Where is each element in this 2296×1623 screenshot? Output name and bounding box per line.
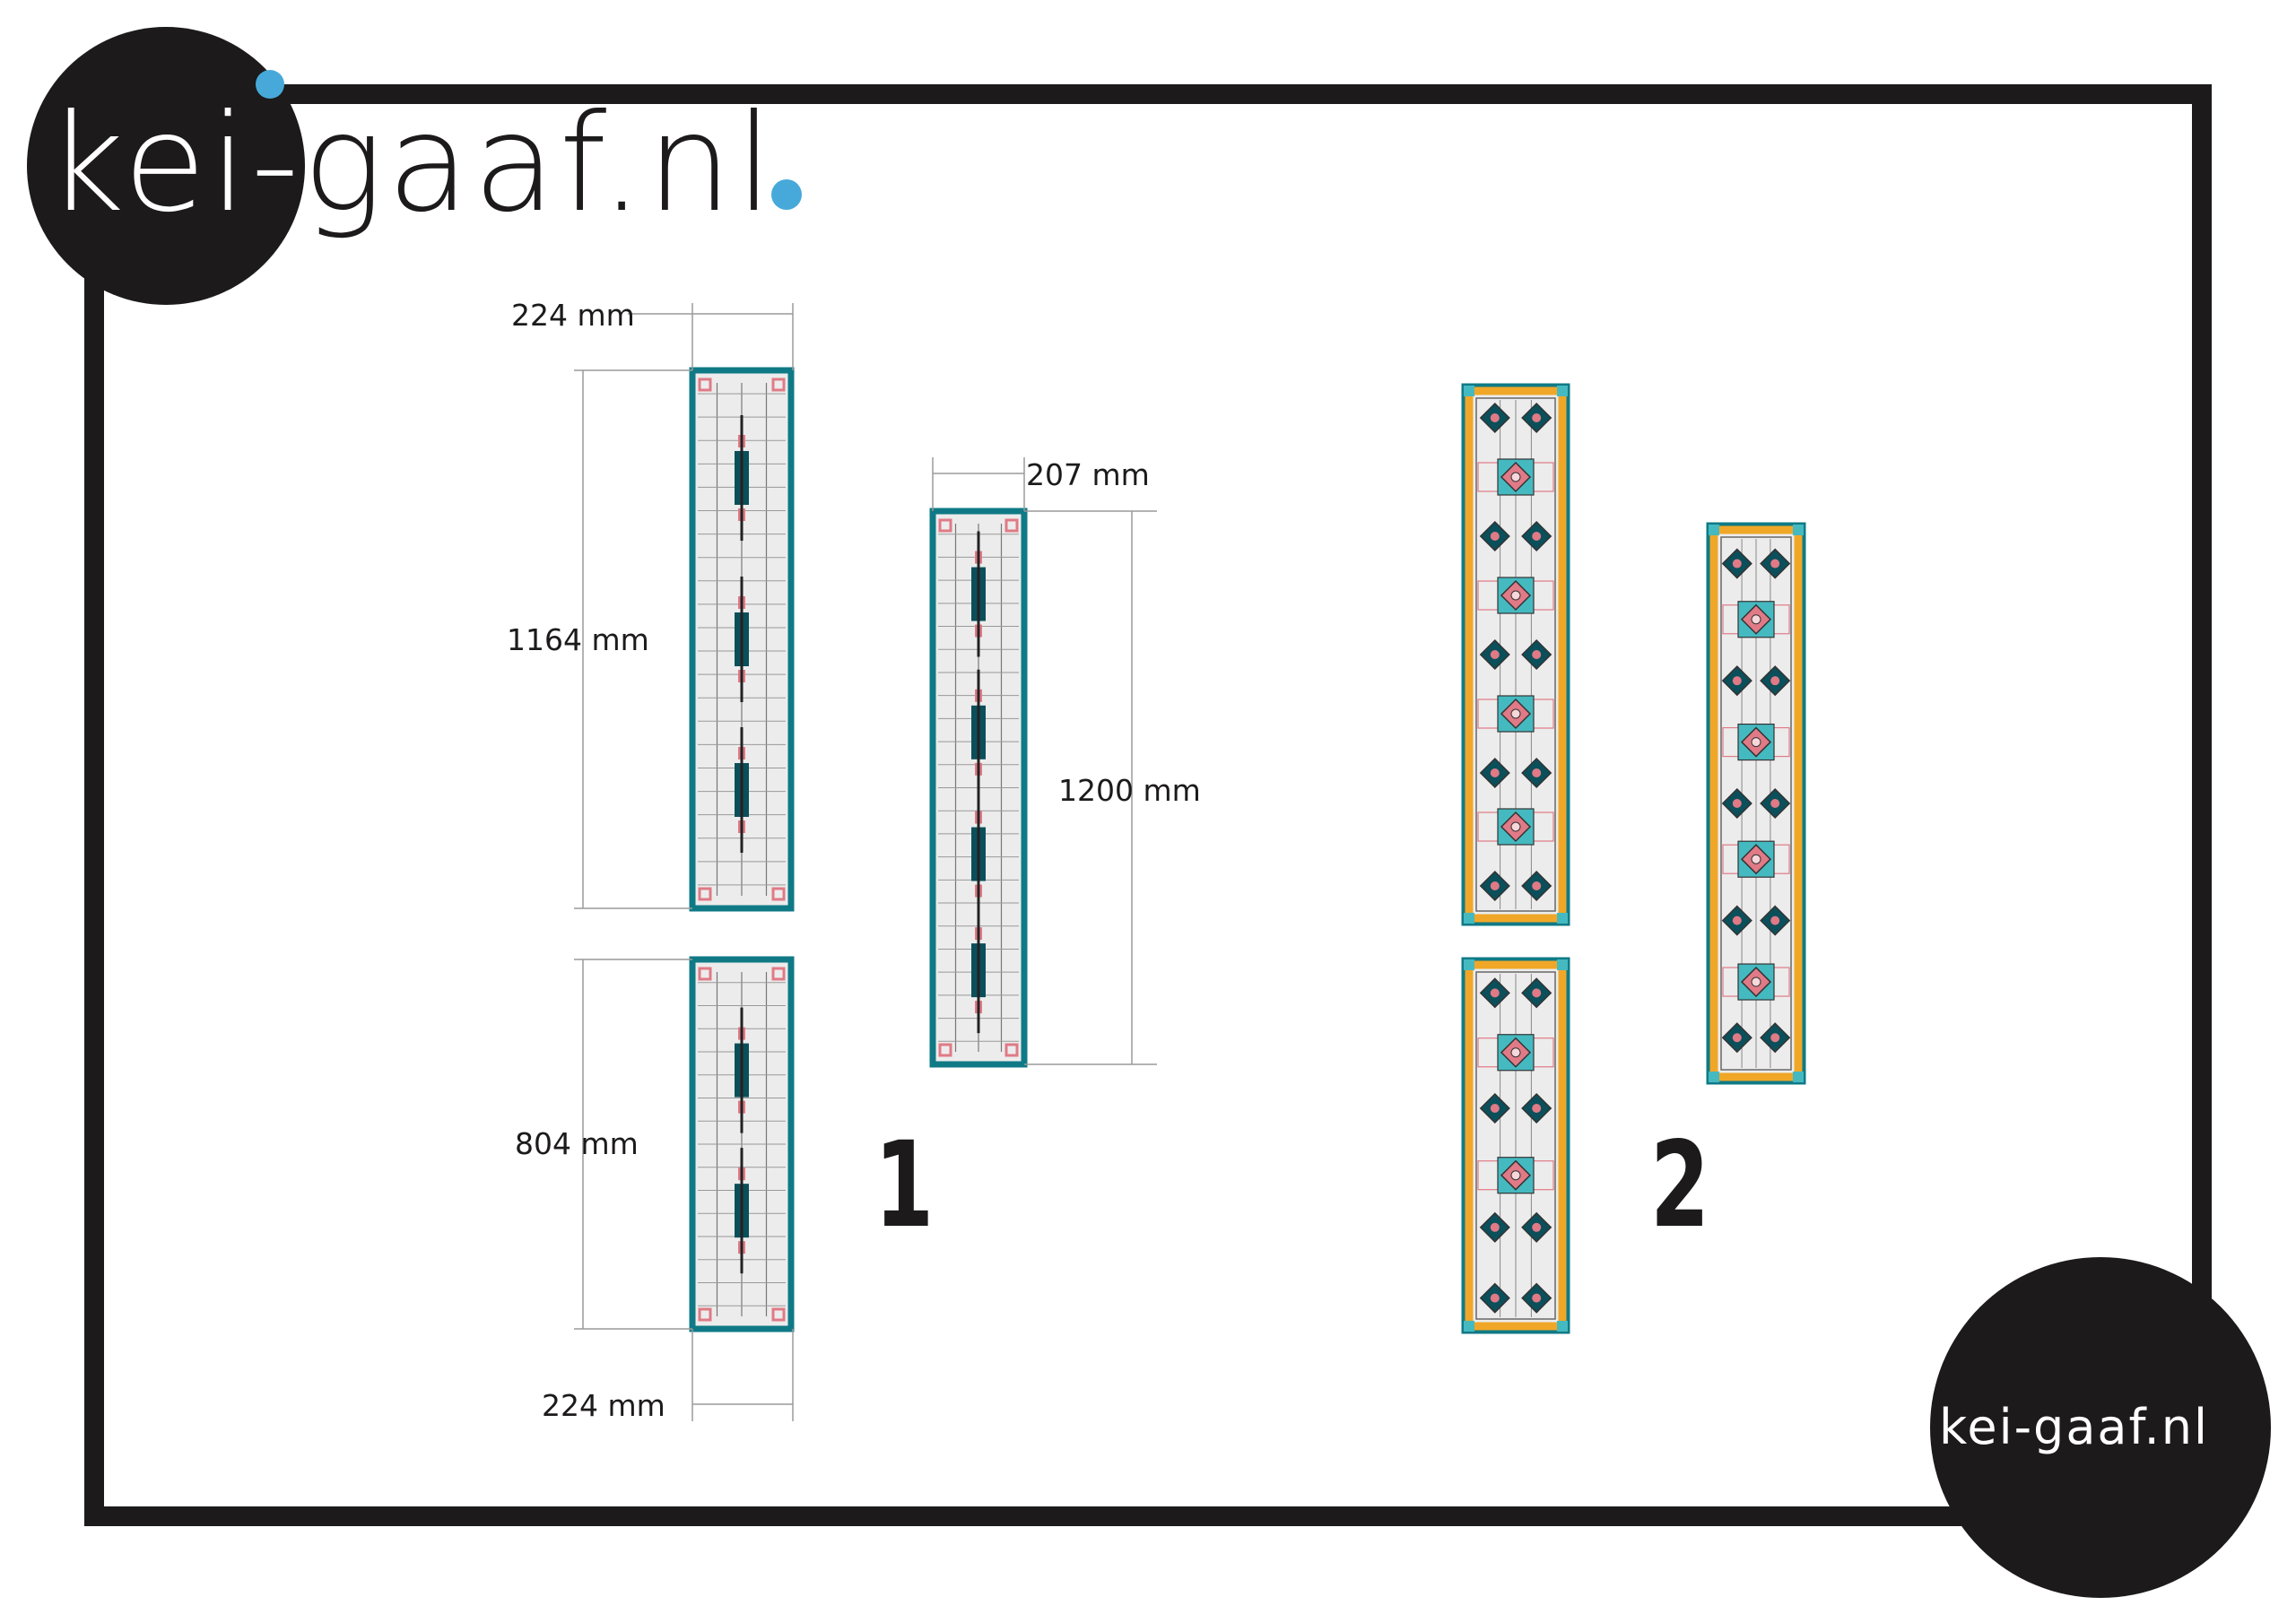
panel-2c-diamond-center <box>1770 799 1780 808</box>
panel-2c-diamond-center <box>1770 1033 1780 1043</box>
dim-bottom-height: 804 mm <box>515 1126 639 1161</box>
panel-2b-diamond-center <box>1490 988 1500 998</box>
panel-2c-corner <box>1793 1072 1804 1082</box>
panel-2a-corner <box>1464 386 1474 396</box>
panel-2a-diamond-center <box>1532 881 1542 890</box>
panel-2c-corner <box>1709 1072 1719 1082</box>
dim-top-height: 1164 mm <box>507 622 649 657</box>
logo-circle-top <box>27 27 305 305</box>
logo-text-bottom: kei-gaaf.nl <box>1939 1399 2209 1455</box>
sheet-frame <box>84 84 2212 1526</box>
panel-2b-rosette-center <box>1510 1047 1521 1058</box>
panel-1b-corner <box>698 1307 712 1322</box>
panel-2b-rosette-center <box>1510 1170 1521 1181</box>
panel-1a-corner <box>698 378 712 392</box>
set-1-label: 1 <box>874 1116 935 1254</box>
panel-2a-diamond-center <box>1490 532 1500 541</box>
panel-2a-corner <box>1464 913 1474 924</box>
panel-1c-corner <box>1004 518 1019 533</box>
logo-dot-top <box>256 70 284 99</box>
panel-1b-corner <box>771 967 786 981</box>
dim-bottom-width: 224 mm <box>542 1388 665 1423</box>
panel-2a-diamond-center <box>1532 532 1542 541</box>
panel-2c-diamond-center <box>1770 559 1780 568</box>
logo-text-top: kei-gaaf.nl <box>47 86 777 242</box>
dim-top-width: 224 mm <box>511 298 635 333</box>
panel-1c-corner <box>938 518 952 533</box>
panel-2b-corner <box>1464 959 1474 970</box>
panel-2a-rosette-center <box>1510 590 1521 601</box>
panel-2c-corner <box>1793 525 1804 535</box>
panel-2c-diamond-center <box>1732 916 1742 925</box>
panel-2a-corner <box>1557 386 1568 396</box>
logo-dot-top-2 <box>771 179 802 210</box>
panel-2c-corner <box>1709 525 1719 535</box>
panel-2b-diamond-center <box>1532 988 1542 998</box>
panel-2c-diamond-center <box>1732 799 1742 808</box>
set-2-label: 2 <box>1650 1116 1710 1254</box>
panel-2a-rosette-center <box>1510 708 1521 719</box>
panel-2c-diamond-center <box>1732 559 1742 568</box>
panel-1a-corner <box>771 378 786 392</box>
panel-1a-corner <box>771 887 786 901</box>
panel-2b-diamond-center <box>1490 1104 1500 1113</box>
panel-1c-corner <box>1004 1043 1019 1057</box>
panel-2a-corner <box>1557 913 1568 924</box>
panel-2a-diamond-center <box>1490 413 1500 422</box>
panel-2b-diamond-center <box>1490 1293 1500 1303</box>
panel-2c-diamond-center <box>1770 676 1780 686</box>
panel-2a-diamond-center <box>1490 881 1500 890</box>
panel-2b-inner-lead <box>1475 971 1556 1320</box>
panel-2b-diamond-center <box>1532 1293 1542 1303</box>
panel-2b-diamond-center <box>1532 1104 1542 1113</box>
panel-2a-amber-border <box>1465 386 1567 923</box>
panel-2a-diamond-center <box>1532 768 1542 777</box>
panel-2c-diamond-center <box>1732 676 1742 686</box>
panel-2a-inner-lead <box>1475 397 1556 912</box>
panel-2c-rosette-center <box>1751 614 1761 625</box>
panel-2b-corner <box>1464 1321 1474 1332</box>
panel-1b-corner <box>771 1307 786 1322</box>
panel-1a-corner <box>698 887 712 901</box>
panel-2c-rosette-center <box>1751 854 1761 864</box>
panel-1c-corner <box>938 1043 952 1057</box>
panel-2c-diamond-center <box>1732 1033 1742 1043</box>
panel-2c-diamond-center <box>1770 916 1780 925</box>
panel-2b-corner <box>1557 1321 1568 1332</box>
panel-2a-diamond-center <box>1490 768 1500 777</box>
dim-right-width: 207 mm <box>1026 457 1150 492</box>
logo-circle-bottom <box>1930 1257 2271 1598</box>
panel-2a-diamond-center <box>1490 650 1500 659</box>
panel-2a-rosette-center <box>1510 472 1521 482</box>
panel-2b-amber-border <box>1465 960 1567 1331</box>
panel-2a-diamond-center <box>1532 413 1542 422</box>
panel-2a-diamond-center <box>1532 650 1542 659</box>
panel-2b-diamond-center <box>1532 1222 1542 1232</box>
panel-2b-corner <box>1557 959 1568 970</box>
panel-2c-amber-border <box>1709 525 1803 1081</box>
dim-right-height: 1200 mm <box>1058 773 1201 808</box>
panel-2c-rosette-center <box>1751 737 1761 748</box>
panel-2a-rosette-center <box>1510 821 1521 832</box>
panel-2b-diamond-center <box>1490 1222 1500 1232</box>
panel-2c-rosette-center <box>1751 976 1761 987</box>
panel-1b-corner <box>698 967 712 981</box>
panel-2c-inner-lead <box>1720 536 1792 1071</box>
